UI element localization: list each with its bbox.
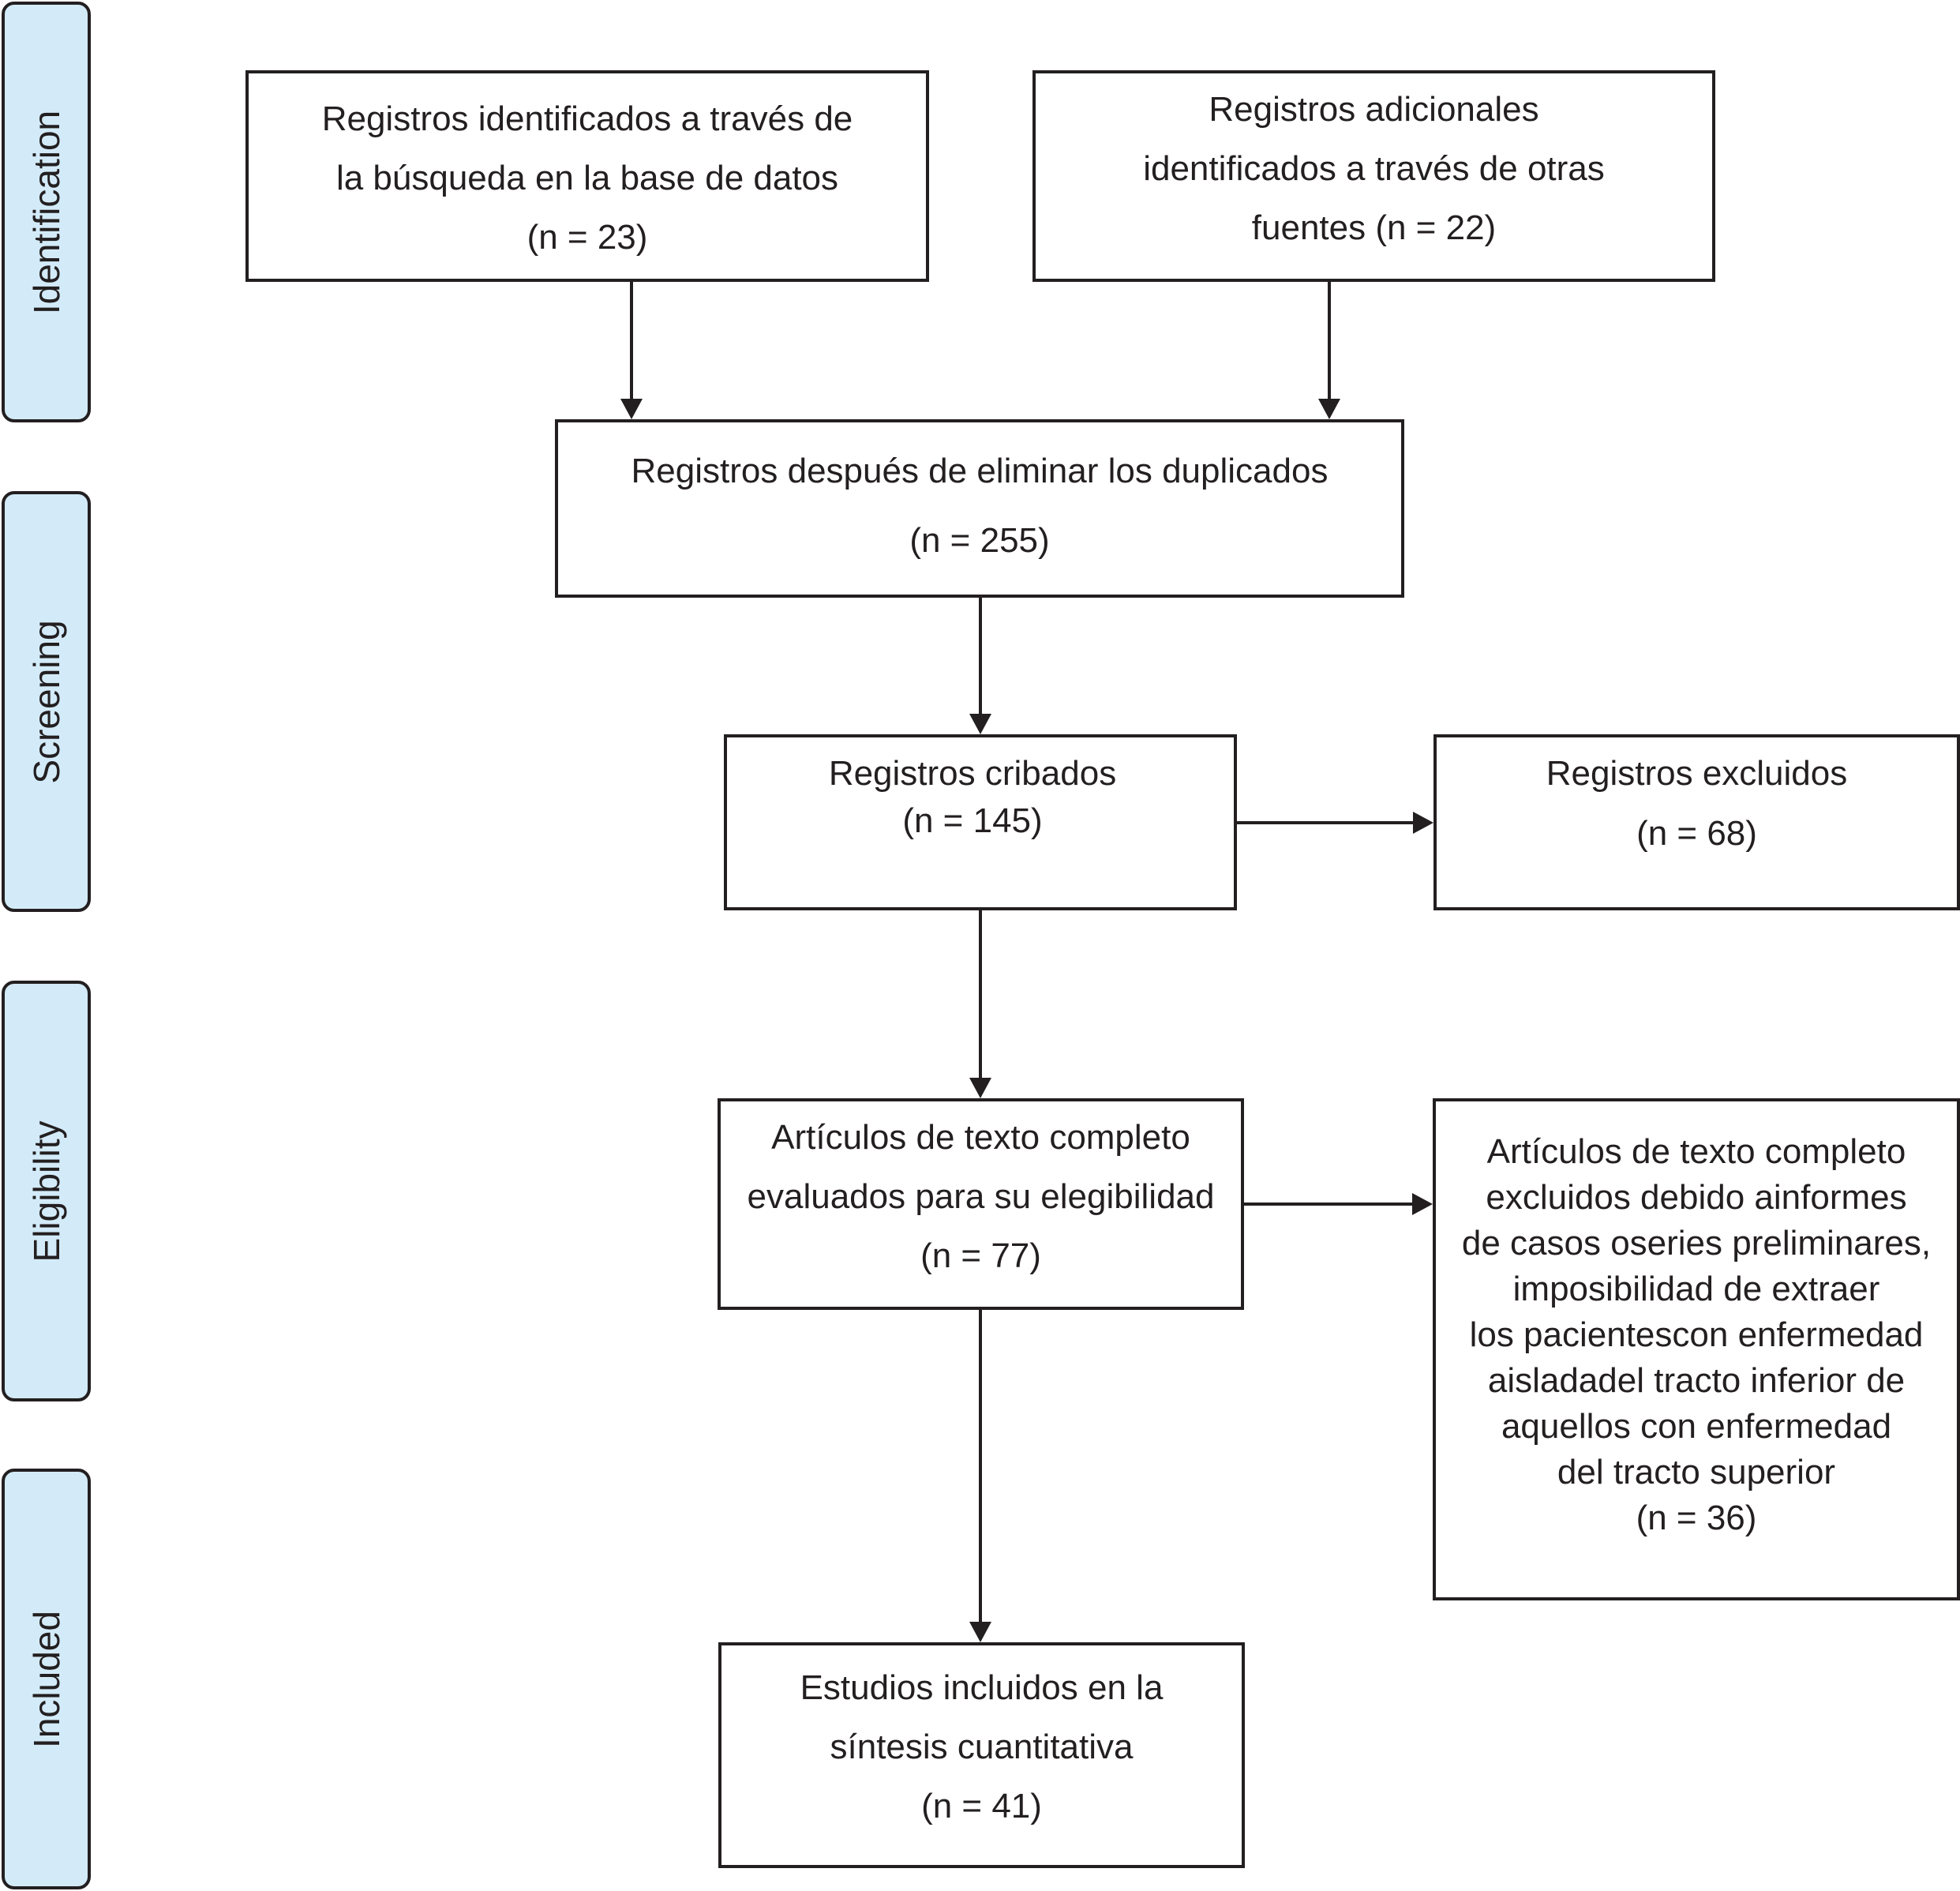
box-records-database: Registros identificados a través de la b…: [245, 70, 929, 282]
box-records-screened: Registros cribados (n = 145): [724, 734, 1237, 910]
box-fulltext-excluded: Artículos de texto completo excluidos de…: [1433, 1098, 1960, 1600]
box-text-line: imposibilidad de extraer: [1512, 1270, 1880, 1308]
box-text-line: Registros identificados a través de: [321, 99, 853, 138]
box-text-line: los pacientescon enfermedad: [1469, 1315, 1924, 1354]
box-text-line: aquellos con enfermedad: [1501, 1407, 1892, 1446]
box-studies-included: Estudios incluidos en la síntesis cuanti…: [718, 1642, 1245, 1868]
box-text-line: (n = 23): [527, 218, 648, 257]
stage-identification: Identification: [2, 2, 91, 422]
box-text-line: (n = 68): [1636, 814, 1757, 853]
box-records-other-sources: Registros adicionales identificados a tr…: [1032, 70, 1715, 282]
stage-eligibility: Eligibility: [2, 981, 91, 1401]
box-records-excluded: Registros excluidos (n = 68): [1433, 734, 1960, 910]
box-text-line: aisladadel tracto inferior de: [1487, 1361, 1906, 1400]
box-text-line: excluidos debido ainformes: [1486, 1178, 1907, 1217]
box-text-line: Estudios incluidos en la: [800, 1668, 1164, 1707]
arrowhead-ftexcluded: [1412, 1193, 1433, 1215]
arrowhead-database: [620, 399, 643, 419]
box-records-after-duplicates: Registros después de eliminar los duplic…: [555, 419, 1404, 598]
box-text-line: (n = 36): [1636, 1499, 1757, 1537]
box-text-line: Registros adicionales: [1209, 90, 1539, 129]
arrowhead-excluded: [1413, 812, 1433, 834]
box-text-line: evaluados para su elegibilidad: [747, 1177, 1215, 1216]
box-text-line: Artículos de texto completo: [771, 1118, 1190, 1157]
arrowhead-duplicates: [969, 714, 991, 734]
box-text-line: Registros cribados: [828, 754, 1117, 793]
box-text-line: síntesis cuantitativa: [830, 1728, 1134, 1766]
box-text-line: la búsqueda en la base de datos: [335, 159, 839, 197]
arrowhead-other: [1318, 399, 1340, 419]
box-text-line: del tracto superior: [1557, 1453, 1836, 1491]
box-text-line: (n = 77): [920, 1236, 1041, 1275]
stage-screening: Screening: [2, 491, 91, 912]
box-text-line: (n = 255): [909, 521, 1050, 560]
arrowhead-fulltext: [969, 1078, 991, 1098]
box-text-line: (n = 41): [921, 1787, 1042, 1825]
box-text-line: fuentes (n = 22): [1251, 208, 1497, 247]
box-text-line: Artículos de texto completo: [1486, 1132, 1906, 1171]
box-text-line: identificados a través de otras: [1143, 149, 1605, 188]
box-text-line: Registros después de eliminar los duplic…: [631, 452, 1329, 490]
box-text-line: Registros excluidos: [1546, 754, 1848, 793]
box-text-line: (n = 145): [902, 801, 1043, 840]
stage-included: Included: [2, 1469, 91, 1889]
box-fulltext-assessed: Artículos de texto completo evaluados pa…: [718, 1098, 1244, 1310]
box-text-line: de casos oseries preliminares,: [1461, 1224, 1932, 1263]
arrowhead-included: [969, 1622, 991, 1642]
